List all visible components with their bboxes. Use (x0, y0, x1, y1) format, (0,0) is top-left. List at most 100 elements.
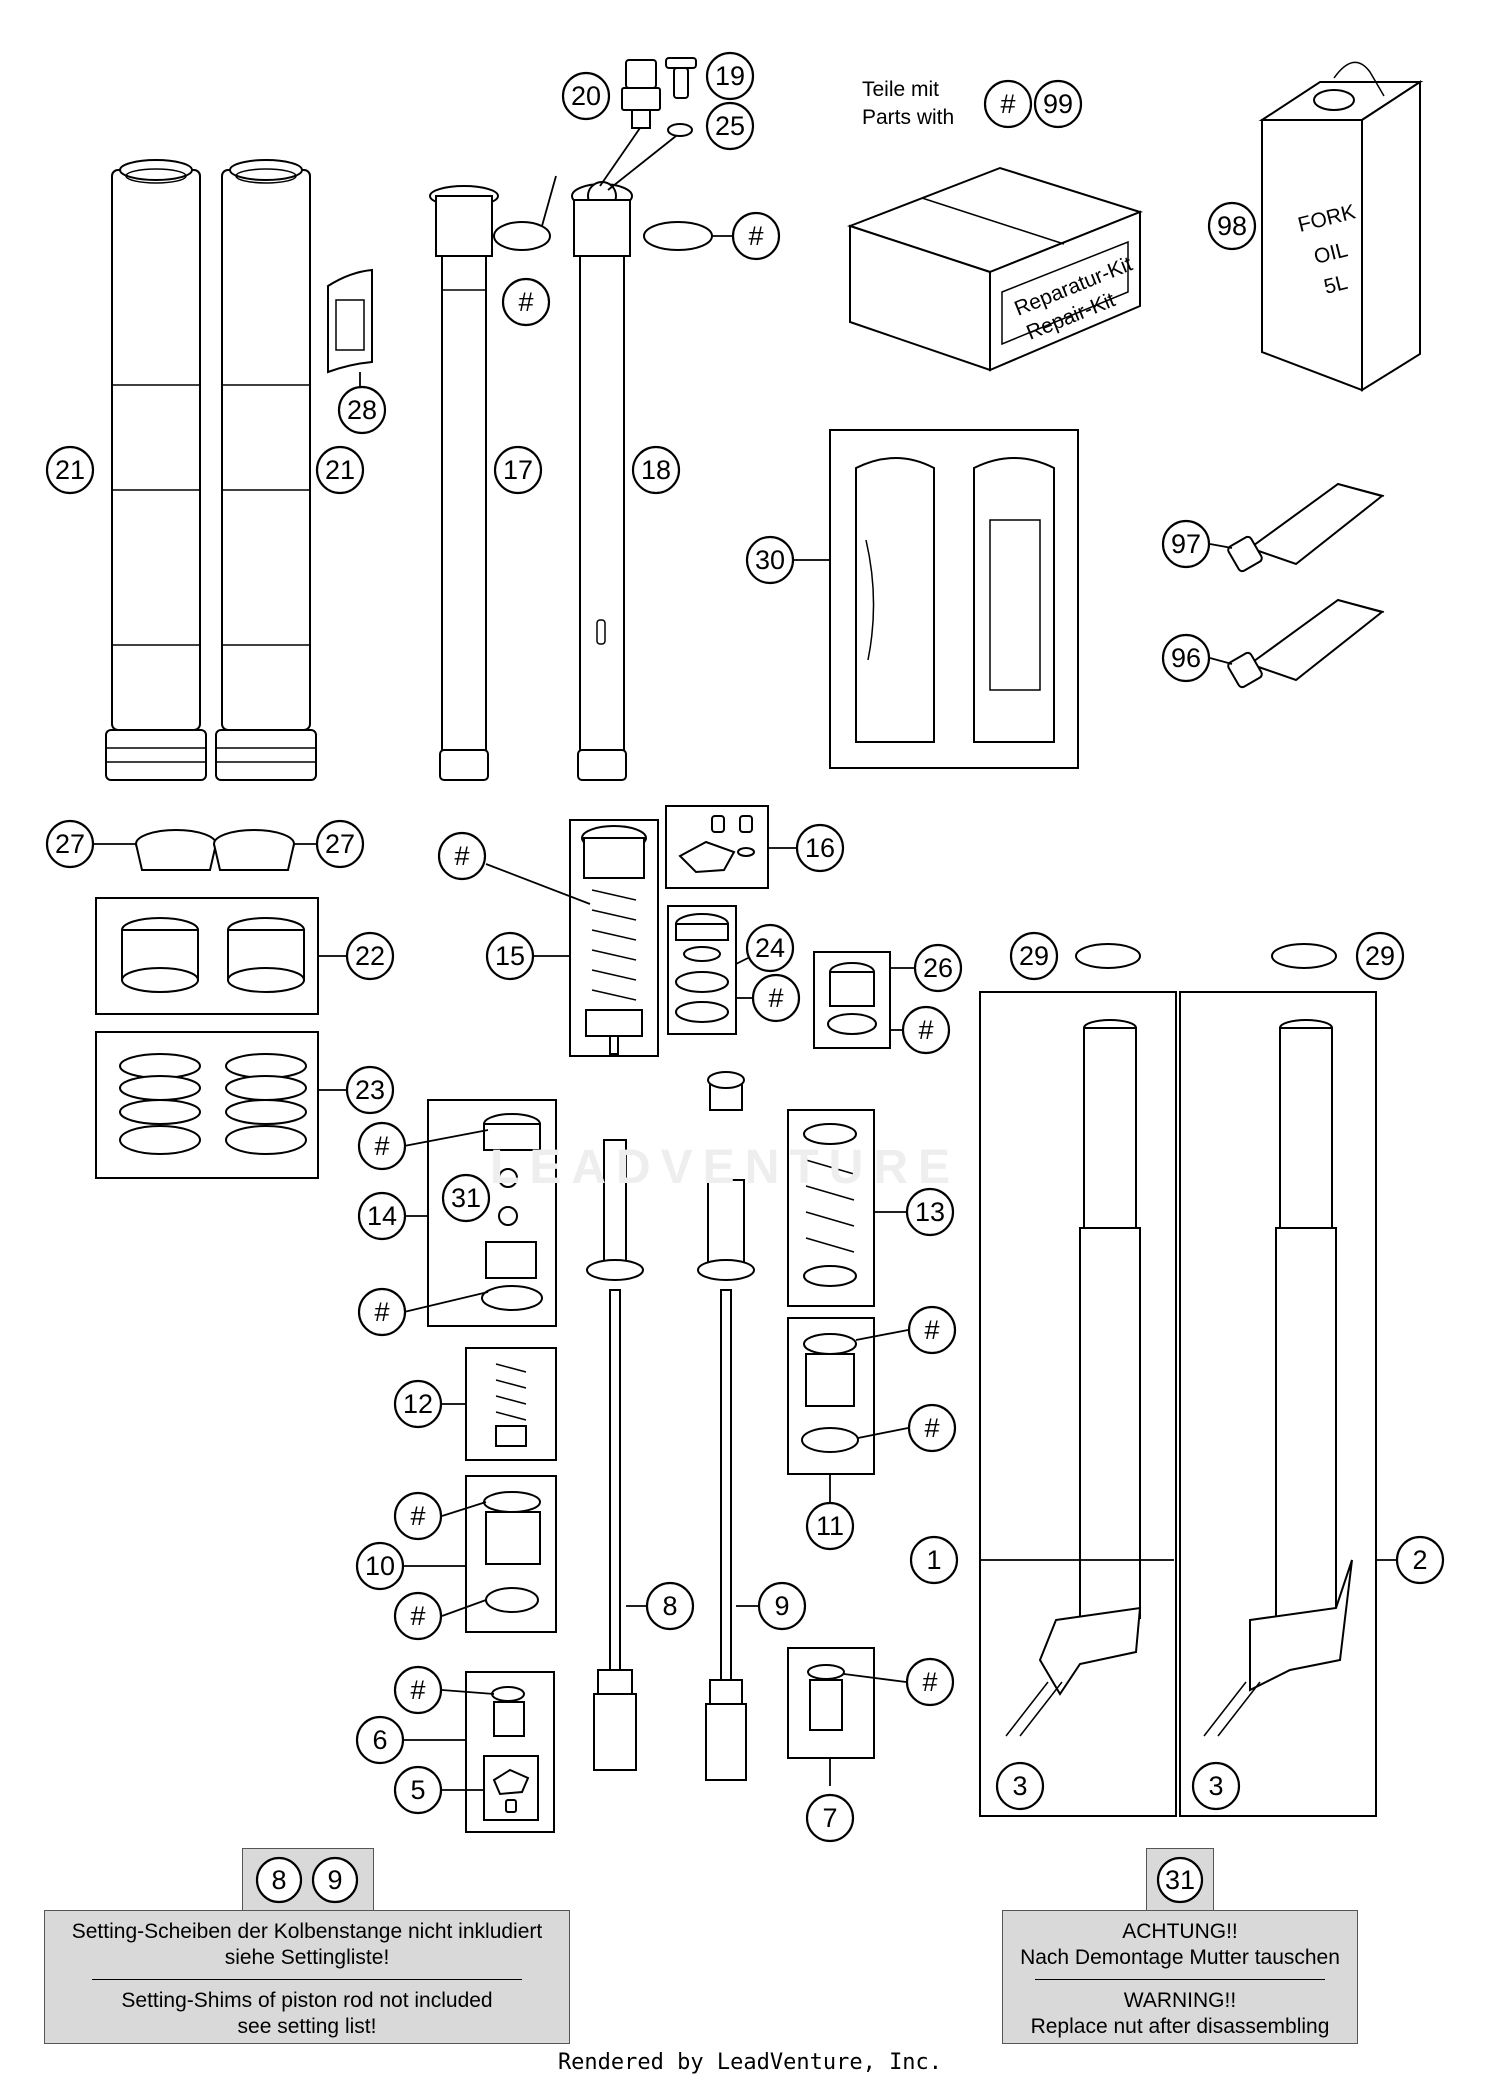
grease-tube-97[interactable] (1227, 482, 1385, 573)
callout-25[interactable]: 25 (705, 101, 755, 151)
screw-cap-20[interactable] (621, 59, 661, 129)
callout-hash-11-bottom[interactable]: # (907, 1403, 957, 1453)
callout-24[interactable]: 24 (745, 923, 795, 973)
callout-23[interactable]: 23 (345, 1065, 395, 1115)
preload-adjuster[interactable] (581, 825, 647, 1055)
fork-leg-2[interactable] (1203, 1019, 1353, 1737)
callout-26[interactable]: 26 (913, 943, 963, 993)
seal-kit-right[interactable] (225, 1053, 307, 1155)
callout-15[interactable]: 15 (485, 931, 535, 981)
piston-26[interactable] (827, 962, 877, 1035)
callout-hash-6[interactable]: # (393, 1665, 443, 1715)
rebound-spring[interactable] (803, 1123, 857, 1287)
base-valve[interactable] (481, 1113, 543, 1311)
oring-29-right[interactable] (1271, 943, 1337, 969)
callout-3-left[interactable]: 3 (995, 1761, 1045, 1811)
note-left-de-line2: siehe Settingliste! (224, 1946, 390, 1969)
callout-14[interactable]: 14 (357, 1191, 407, 1241)
bushing-set[interactable] (675, 913, 729, 1023)
callout-96[interactable]: 96 (1161, 633, 1211, 683)
callout-7[interactable]: 7 (805, 1793, 855, 1843)
callout-2[interactable]: 2 (1395, 1535, 1445, 1585)
guide-ring-left[interactable] (135, 829, 217, 871)
callout-hash-kit[interactable]: # (983, 79, 1033, 129)
callout-hash-26[interactable]: # (901, 1005, 951, 1055)
fork-leg-1[interactable] (1005, 1019, 1142, 1737)
fork-protector-left[interactable] (855, 457, 935, 743)
callout-9[interactable]: 9 (757, 1581, 807, 1631)
oring-18[interactable] (643, 221, 713, 251)
callout-21-left[interactable]: 21 (45, 445, 95, 495)
oring-29-left[interactable] (1075, 943, 1141, 969)
svg-text:96: 96 (1171, 643, 1201, 673)
callout-hash-7[interactable]: # (905, 1657, 955, 1707)
callout-28[interactable]: 28 (337, 385, 387, 435)
callout-27-left[interactable]: 27 (45, 819, 95, 869)
note-left-tags: 8 9 (255, 1856, 359, 1904)
clamp-part[interactable] (678, 815, 755, 874)
callout-hash-18[interactable]: # (731, 211, 781, 261)
callout-hash-11-top[interactable]: # (907, 1305, 957, 1355)
callout-99[interactable]: 99 (1033, 79, 1083, 129)
callout-hash-14-top[interactable]: # (357, 1121, 407, 1171)
callout-27-right[interactable]: 27 (315, 819, 365, 869)
fork-protector-right[interactable] (973, 457, 1055, 743)
callout-29-right[interactable]: 29 (1355, 931, 1405, 981)
grease-tube-96[interactable] (1227, 598, 1385, 689)
slide-bushing-right[interactable] (227, 917, 305, 993)
callout-hash-17[interactable]: # (501, 277, 551, 327)
callout-22[interactable]: 22 (345, 931, 395, 981)
callout-8[interactable]: 8 (645, 1581, 695, 1631)
callout-hash-24[interactable]: # (751, 973, 801, 1023)
slide-bushing-left[interactable] (121, 917, 199, 993)
piston-rod-8[interactable] (586, 1139, 644, 1771)
cartridge-tube-18[interactable] (571, 181, 633, 781)
cartridge-tube-17[interactable] (429, 185, 499, 781)
callout-20[interactable]: 20 (561, 71, 611, 121)
callout-10[interactable]: 10 (355, 1541, 405, 1591)
compression-valve[interactable] (801, 1333, 859, 1453)
callout-21-right[interactable]: 21 (315, 445, 365, 495)
callout-30[interactable]: 30 (745, 535, 795, 585)
svg-text:25: 25 (715, 111, 745, 141)
piston-rod-9[interactable] (697, 1071, 755, 1781)
outer-tube-right[interactable] (215, 159, 317, 781)
oring-17[interactable] (493, 221, 551, 251)
washer-25[interactable] (667, 123, 693, 137)
callout-12[interactable]: 12 (393, 1379, 443, 1429)
repair-kit-box[interactable]: Reparatur-Kit Repair-Kit (847, 166, 1143, 372)
callout-31[interactable]: 31 (441, 1173, 491, 1223)
callout-19[interactable]: 19 (705, 51, 755, 101)
callout-97[interactable]: 97 (1161, 519, 1211, 569)
note-left-en-line2: see setting list! (237, 2015, 377, 2038)
part-5[interactable] (492, 1768, 530, 1813)
check-spring[interactable] (495, 1363, 527, 1447)
callout-hash-15[interactable]: # (437, 831, 487, 881)
mid-valve[interactable] (483, 1491, 541, 1613)
bolt-19[interactable] (665, 57, 697, 99)
callout-hash-14-bottom[interactable]: # (357, 1287, 407, 1337)
svg-text:30: 30 (755, 545, 785, 575)
fork-oil-can[interactable]: FORK OIL 5L (1258, 61, 1424, 392)
seal-kit-left[interactable] (119, 1053, 201, 1155)
callout-13[interactable]: 13 (905, 1187, 955, 1237)
outer-tube-left[interactable] (105, 159, 207, 781)
guide-ring-right[interactable] (213, 829, 295, 871)
valve-6[interactable] (491, 1686, 525, 1737)
callout-29-left[interactable]: 29 (1009, 931, 1059, 981)
callout-18[interactable]: 18 (631, 445, 681, 495)
note-left-de-line1: Setting-Scheiben der Kolbenstange nicht … (71, 1920, 543, 1943)
callout-5[interactable]: 5 (393, 1765, 443, 1815)
callout-1[interactable]: 1 (909, 1535, 959, 1585)
callout-11[interactable]: 11 (805, 1501, 855, 1551)
callout-6[interactable]: 6 (355, 1715, 405, 1765)
callout-hash-10-top[interactable]: # (393, 1491, 443, 1541)
callout-17[interactable]: 17 (493, 445, 543, 495)
callout-hash-10-bottom[interactable]: # (393, 1591, 443, 1641)
fork-sticker[interactable] (327, 268, 373, 374)
svg-text:#: # (410, 1675, 425, 1705)
valve-7[interactable] (807, 1664, 845, 1731)
callout-16[interactable]: 16 (795, 823, 845, 873)
callout-3-right[interactable]: 3 (1191, 1761, 1241, 1811)
callout-98[interactable]: 98 (1207, 201, 1257, 251)
